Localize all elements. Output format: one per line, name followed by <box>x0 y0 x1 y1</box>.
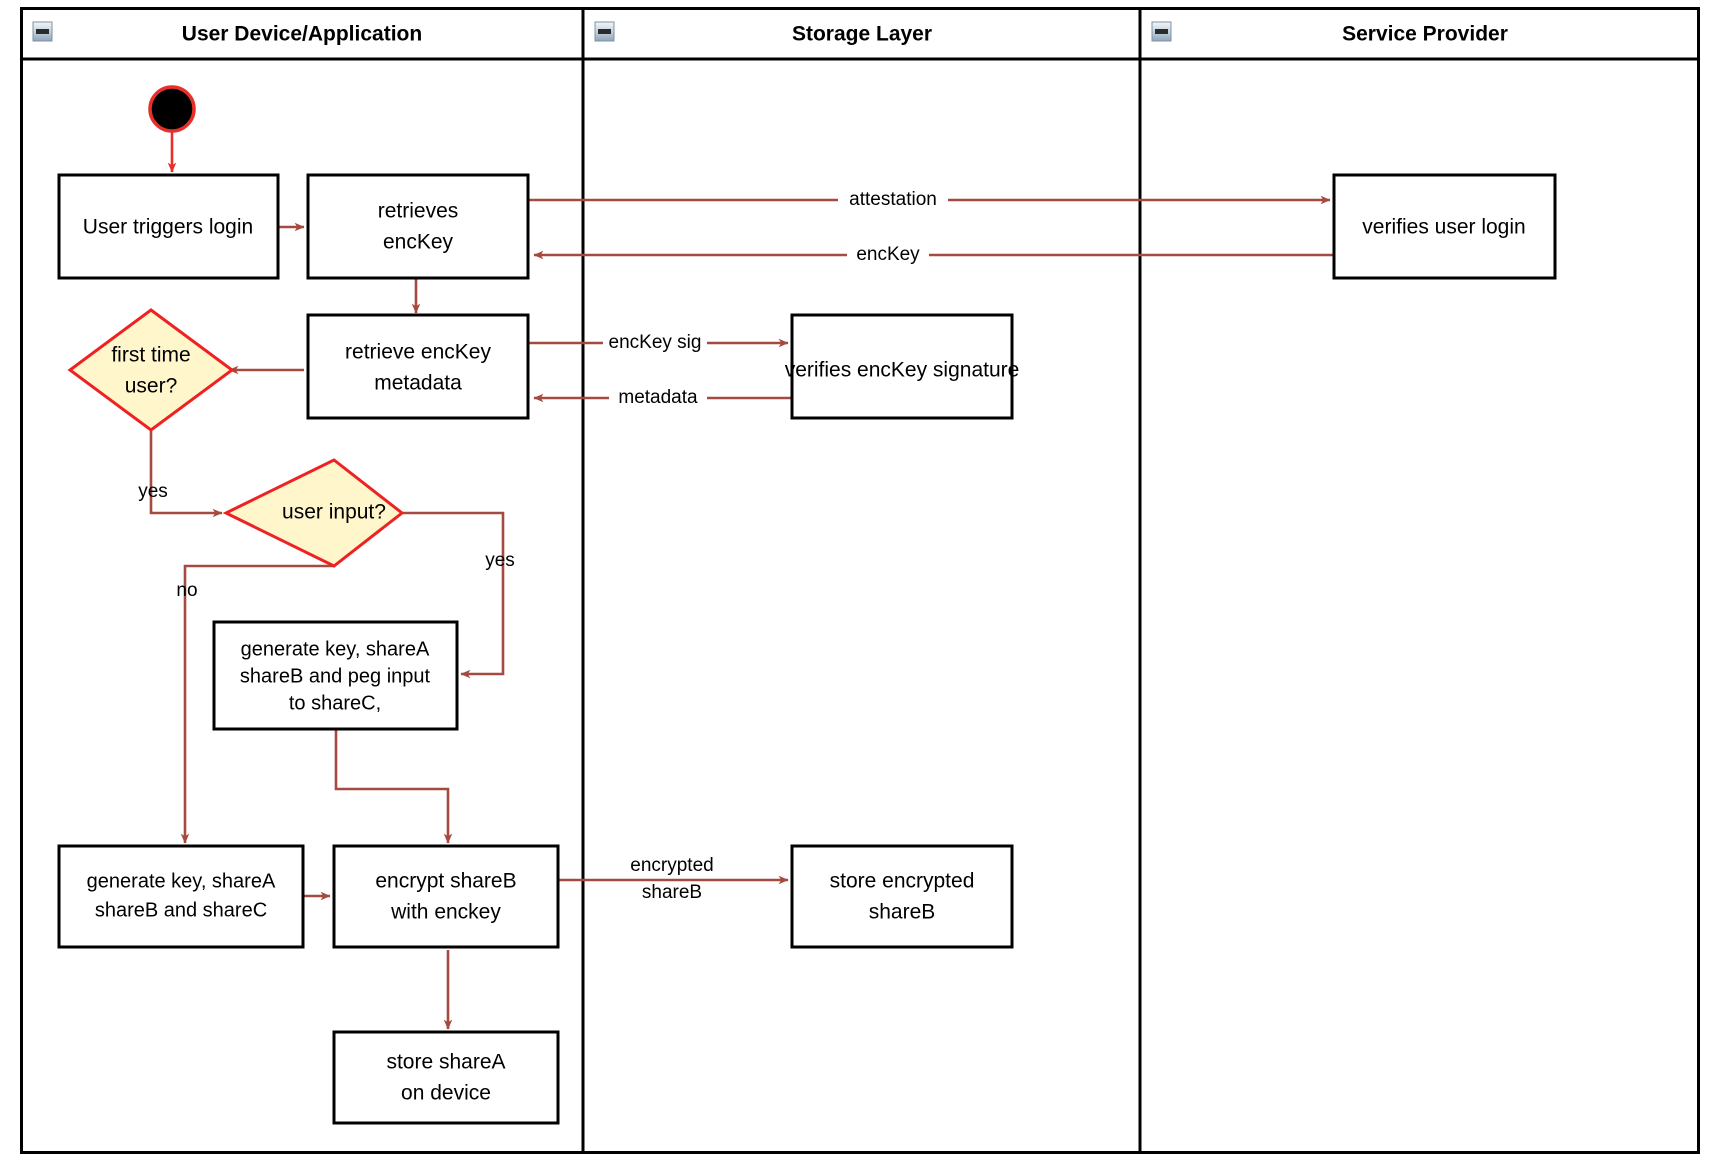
node-label-line1: store shareA <box>386 1051 505 1074</box>
edge-label-enckey: encKey <box>847 243 929 267</box>
node-label-line1: generate key, shareA <box>241 638 430 660</box>
node-label-line2: shareB and shareC <box>95 899 267 921</box>
decision-label-line2: user? <box>125 375 178 398</box>
node-label-line1: generate key, shareA <box>87 870 276 892</box>
node-user-triggers-login[interactable]: User triggers login <box>57 173 280 280</box>
node-label-line1: retrieve encKey <box>345 341 491 364</box>
initial-node <box>148 85 196 133</box>
node-label: User triggers login <box>83 216 253 239</box>
node-label-line2: shareB <box>869 901 936 924</box>
node-label-line2: metadata <box>374 372 462 395</box>
svg-text:no: no <box>176 580 197 601</box>
node-label-line1: encrypt shareB <box>375 870 516 893</box>
decision-label: user input? <box>282 501 386 524</box>
lane-header-user-device[interactable]: User Device/Application <box>32 21 422 46</box>
node-generate-shares[interactable]: generate key, shareA shareB and shareC <box>57 844 305 949</box>
node-label: verifies user login <box>1362 216 1525 239</box>
node-label-line2: shareB and peg input <box>240 665 431 687</box>
collapse-icon[interactable] <box>594 21 615 42</box>
node-label-line1: store encrypted <box>830 870 975 893</box>
svg-text:shareB: shareB <box>642 882 702 903</box>
node-label-line1: retrieves <box>378 200 459 223</box>
decision-label-line1: first time <box>111 344 190 367</box>
edge-first-time-yes <box>149 408 223 518</box>
node-verifies-user-login[interactable]: verifies user login <box>1332 173 1557 280</box>
edge-label-attestation: attestation <box>838 188 948 212</box>
svg-text:attestation: attestation <box>849 189 937 210</box>
edge-label-enckey-sig: encKey sig <box>603 331 707 355</box>
edge-label-encrypted-shareb: encrypted shareB <box>615 843 729 903</box>
node-store-sharea[interactable]: store shareA on device <box>332 1030 560 1125</box>
svg-text:encKey sig: encKey sig <box>609 332 702 353</box>
node-label-line2: with enckey <box>390 901 501 924</box>
edge-label-first-time-yes: yes <box>138 481 168 502</box>
node-verifies-enckey-signature[interactable]: verifies encKey signature <box>785 313 1020 420</box>
edge-label-user-input-yes: yes <box>485 550 515 571</box>
collapse-icon[interactable] <box>1151 21 1172 42</box>
svg-text:metadata: metadata <box>618 387 698 408</box>
node-label-line2: on device <box>401 1082 491 1105</box>
svg-text:yes: yes <box>138 481 168 502</box>
edge-label-metadata: metadata <box>609 386 707 410</box>
decision-first-time-user[interactable]: first time user? <box>67 308 235 432</box>
edge-user-input-yes <box>399 511 505 679</box>
collapse-icon[interactable] <box>32 21 53 42</box>
node-store-encrypted-shareb[interactable]: store encrypted shareB <box>790 844 1014 949</box>
node-retrieve-enckey-metadata[interactable]: retrieve encKey metadata <box>306 313 530 420</box>
edge-peg-to-encrypt <box>334 729 453 844</box>
lane-header-service-provider[interactable]: Service Provider <box>1151 21 1508 46</box>
decision-user-input[interactable]: user input? <box>222 458 405 568</box>
edge-user-input-no <box>180 564 334 844</box>
node-encrypt-shareb[interactable]: encrypt shareB with enckey <box>332 844 560 949</box>
node-retrieves-enckey[interactable]: retrieves encKey <box>306 173 530 280</box>
lane-header-storage-layer[interactable]: Storage Layer <box>594 21 932 46</box>
node-label-line2: encKey <box>383 231 454 254</box>
lane-title-storage-layer: Storage Layer <box>792 23 932 46</box>
svg-text:encrypted: encrypted <box>630 855 713 876</box>
lane-title-user-device: User Device/Application <box>182 23 422 46</box>
svg-text:encKey: encKey <box>856 244 920 265</box>
node-generate-peg[interactable]: generate key, shareA shareB and peg inpu… <box>212 620 459 731</box>
svg-text:yes: yes <box>485 550 515 571</box>
lane-title-service-provider: Service Provider <box>1342 23 1508 46</box>
edge-label-user-input-no: no <box>176 580 197 601</box>
node-label: verifies encKey signature <box>785 359 1020 382</box>
node-label-line3: to shareC, <box>289 692 381 714</box>
